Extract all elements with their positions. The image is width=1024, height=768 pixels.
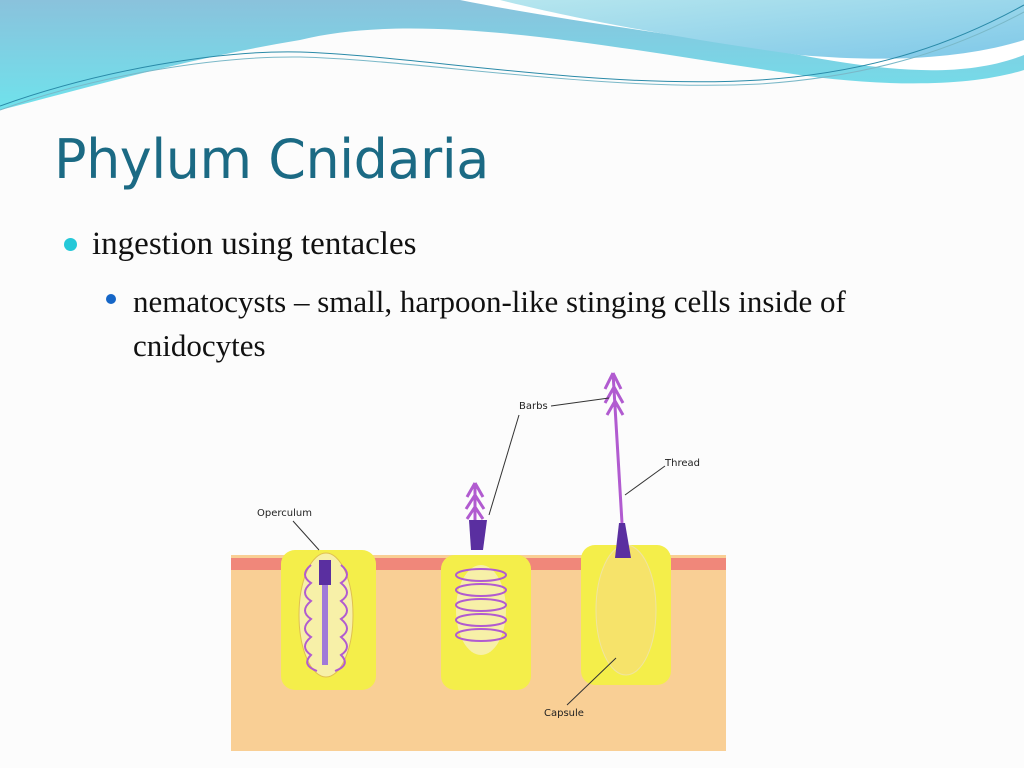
bullet-text: ingestion using tentacles xyxy=(92,226,417,262)
header-wave-decoration xyxy=(0,0,1024,111)
bullet-dot-icon xyxy=(64,238,77,251)
svg-text:Capsule: Capsule xyxy=(544,708,584,719)
svg-text:Operculum: Operculum xyxy=(257,508,312,519)
nematocyst-diagram: Operculum Barbs Thread Capsule xyxy=(231,372,726,751)
cnidocyte-discharged xyxy=(581,372,671,685)
diagram-label-barbs: Barbs xyxy=(488,397,610,516)
diagram-label-operculum: Operculum xyxy=(257,508,320,551)
diagram-label-thread: Thread xyxy=(624,458,700,496)
bullet-item-level2: nematocysts – small, harpoon-like stingi… xyxy=(106,280,923,368)
bullet-text: nematocysts – small, harpoon-like stingi… xyxy=(133,284,846,363)
svg-text:Barbs: Barbs xyxy=(519,401,548,412)
cnidocyte-coiled xyxy=(281,550,376,690)
cnidocyte-discharging xyxy=(441,482,531,690)
diagram-label-capsule: Capsule xyxy=(544,657,617,719)
bullet-item-level1: ingestion using tentacles xyxy=(64,224,416,264)
bullet-dot-icon xyxy=(106,294,116,304)
svg-text:Thread: Thread xyxy=(664,458,700,469)
slide-title: Phylum Cnidaria xyxy=(54,128,489,191)
